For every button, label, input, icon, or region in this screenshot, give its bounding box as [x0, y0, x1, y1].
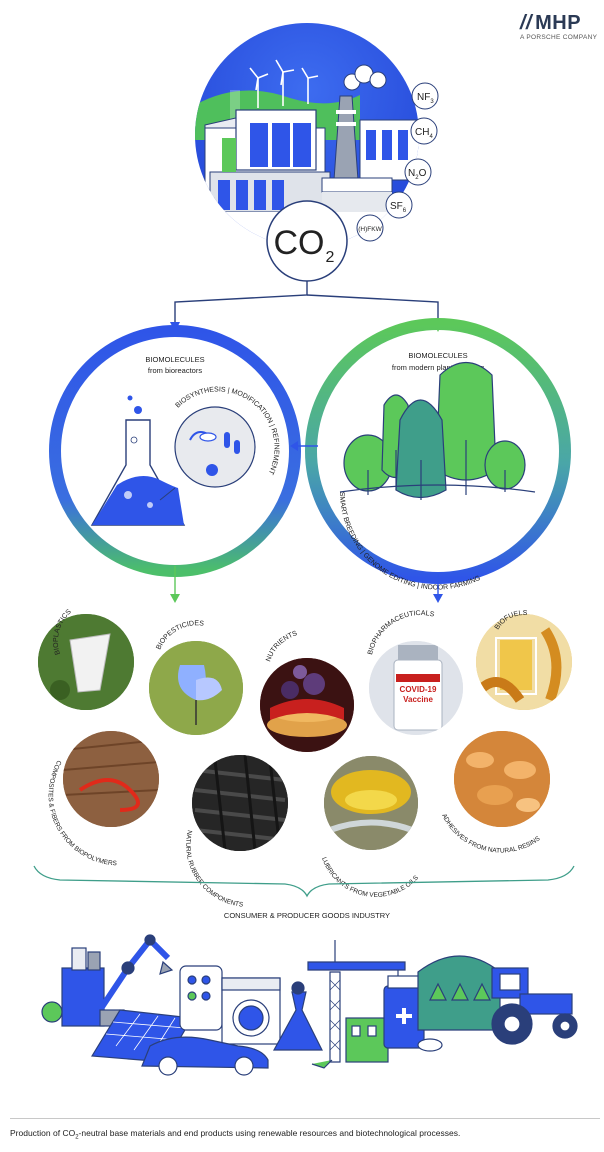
- svg-text:COVID-19: COVID-19: [400, 685, 437, 694]
- footer-divider: [10, 1118, 600, 1119]
- product-biopesticides: [149, 641, 243, 735]
- industry-illustration: [41, 934, 578, 1076]
- svg-text:Vaccine: Vaccine: [403, 695, 433, 704]
- footer-caption: Production of CO2-neutral base materials…: [10, 1128, 461, 1141]
- microbe-culture-icon: [159, 406, 256, 501]
- product-label: BIOPLASTICS: [0, 0, 46, 2]
- brand-logo: //MHP A PORSCHE COMPANY: [520, 12, 600, 41]
- svg-text:CO: CO: [274, 224, 325, 262]
- co2-badge: CO 2: [266, 200, 348, 282]
- industry-bracket: [33, 865, 575, 898]
- product-nutrients: [260, 658, 354, 752]
- brand-wordmark: //MHP: [520, 12, 582, 34]
- product-biofuels: [476, 614, 572, 710]
- gas-bubbles: NF3 CH4 N2O SF6 (H)FKW: [356, 82, 439, 242]
- svg-text:SF6: SF6: [390, 201, 407, 214]
- svg-text:(H)FKW: (H)FKW: [358, 226, 382, 233]
- svg-text:2: 2: [326, 249, 335, 266]
- product-natural-rubber: [192, 755, 288, 851]
- right-cycle-title: BIOMOLECULES: [408, 351, 467, 360]
- industry-title: CONSUMER & PRODUCER GOODS INDUSTRY: [224, 911, 390, 920]
- product-composites-fibers: [63, 731, 159, 827]
- brand-mark-icon: //: [520, 12, 533, 34]
- svg-text:NF3: NF3: [417, 92, 434, 105]
- svg-text:CH4: CH4: [415, 127, 433, 140]
- product-biopharmaceuticals: COVID-19 Vaccine: [369, 641, 463, 735]
- right-cycle-subtitle: from modern plant breeding: [392, 363, 484, 372]
- product-bioplastics: BIOPLASTICS: [0, 0, 134, 710]
- left-cycle-subtitle: from bioreactors: [148, 366, 202, 375]
- svg-text:NUTRIENTS: NUTRIENTS: [265, 630, 298, 663]
- product-adhesives: [454, 731, 550, 827]
- brand-tagline: A PORSCHE COMPANY: [520, 34, 598, 41]
- trees-icon: [339, 362, 536, 500]
- cycle-output-arrows: [170, 566, 443, 603]
- svg-text:LUBRICANTS FROM VEGETABLE OILS: LUBRICANTS FROM VEGETABLE OILS: [320, 856, 420, 899]
- product-lubricants: [324, 756, 418, 850]
- svg-text:N2O: N2O: [408, 168, 427, 181]
- left-cycle-title: BIOMOLECULES: [145, 355, 204, 364]
